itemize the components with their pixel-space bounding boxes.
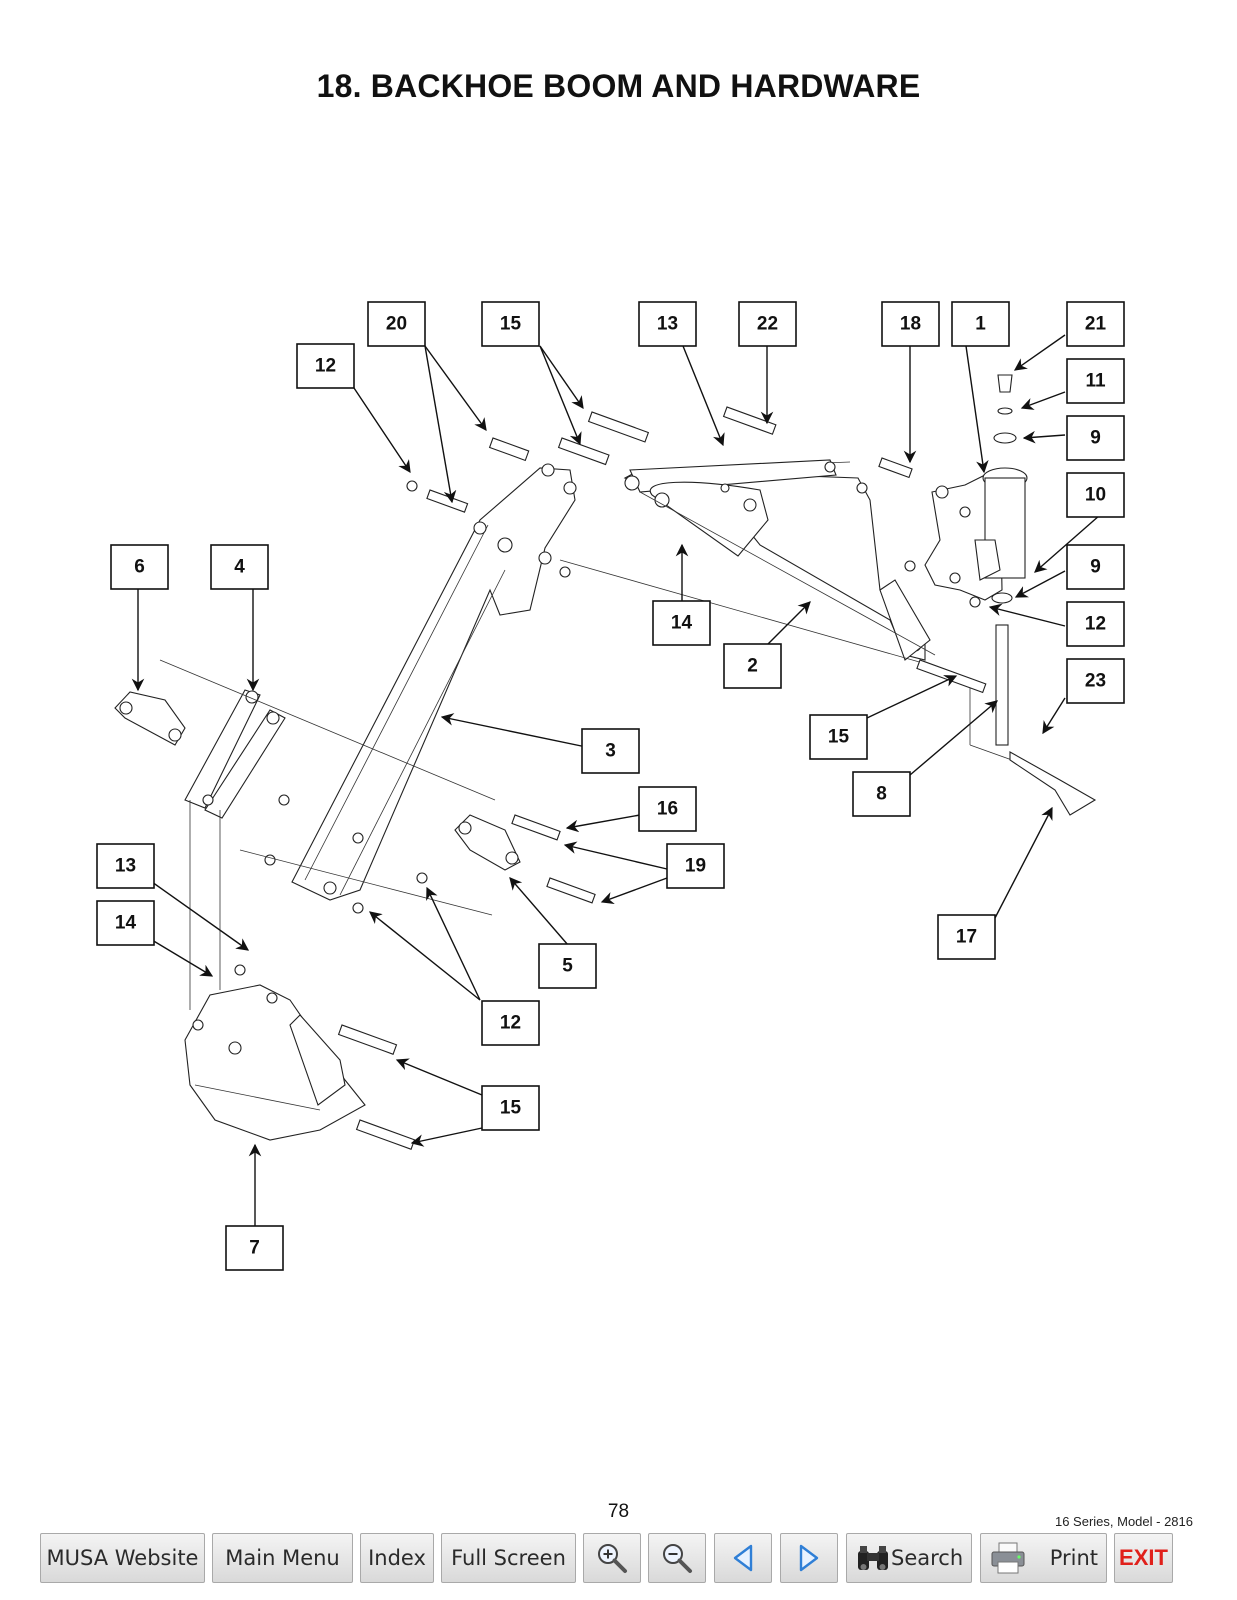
svg-text:12: 12	[500, 1013, 521, 1034]
print-label: Print	[1049, 1546, 1098, 1570]
main-menu-button[interactable]: Main Menu	[212, 1533, 353, 1583]
parts-drawing	[114, 374, 1097, 1150]
svg-text:5: 5	[562, 956, 573, 977]
svg-text:15: 15	[500, 1098, 522, 1119]
svg-text:12: 12	[315, 356, 336, 377]
callout-20: 20	[367, 301, 426, 347]
print-button[interactable]: Print	[980, 1533, 1107, 1583]
callout-19: 19	[666, 843, 725, 889]
previous-page-button[interactable]	[714, 1533, 772, 1583]
callout-6: 6	[110, 544, 169, 590]
callouts: 20 15 13 22 18 1 21 12 11 9 10 9 12 6 4 …	[96, 301, 1125, 1271]
callout-9: 9	[1066, 544, 1125, 590]
binoculars-icon	[855, 1543, 891, 1573]
callout-13: 13	[638, 301, 697, 347]
callout-21: 21	[1066, 301, 1125, 347]
exploded-parts-diagram: 20 15 13 22 18 1 21 12 11 9 10 9 12 6 4 …	[96, 301, 1125, 1271]
svg-text:18: 18	[900, 314, 921, 335]
callout-16: 16	[638, 786, 697, 832]
svg-text:12: 12	[1085, 614, 1106, 635]
exit-label: EXIT	[1119, 1545, 1168, 1570]
callout-13: 13	[96, 843, 155, 889]
musa-website-button[interactable]: MUSA Website	[40, 1533, 205, 1583]
callout-14: 14	[652, 600, 711, 646]
triangle-right-icon	[796, 1543, 822, 1573]
musa-website-label: MUSA Website	[46, 1546, 199, 1570]
svg-text:14: 14	[115, 913, 137, 934]
zoom-out-button[interactable]	[648, 1533, 706, 1583]
callout-15: 15	[481, 301, 540, 347]
callout-22: 22	[738, 301, 797, 347]
svg-text:9: 9	[1090, 428, 1101, 449]
index-button[interactable]: Index	[360, 1533, 434, 1583]
svg-text:9: 9	[1090, 557, 1101, 578]
callout-2: 2	[723, 643, 782, 689]
svg-text:8: 8	[876, 784, 887, 805]
index-label: Index	[368, 1546, 426, 1570]
callout-7: 7	[225, 1225, 284, 1271]
callout-18: 18	[881, 301, 940, 347]
series-label: 16 Series, Model - 2816	[1054, 1514, 1193, 1529]
printer-icon	[989, 1541, 1029, 1575]
main-menu-label: Main Menu	[225, 1546, 340, 1570]
full-screen-button[interactable]: Full Screen	[441, 1533, 576, 1583]
svg-text:7: 7	[249, 1238, 260, 1259]
svg-text:13: 13	[115, 856, 136, 877]
leader-lines	[131, 334, 1101, 1226]
svg-text:13: 13	[657, 314, 678, 335]
svg-text:2: 2	[747, 656, 758, 677]
next-page-button[interactable]	[780, 1533, 838, 1583]
svg-text:19: 19	[685, 856, 706, 877]
callout-17: 17	[937, 914, 996, 960]
svg-text:10: 10	[1085, 485, 1106, 506]
callout-14: 14	[96, 900, 155, 946]
callout-3: 3	[581, 728, 640, 774]
search-button[interactable]: Search	[846, 1533, 972, 1583]
svg-text:21: 21	[1085, 314, 1107, 335]
callout-12: 12	[481, 1000, 540, 1046]
zoom-in-button[interactable]	[583, 1533, 641, 1583]
callout-11: 11	[1066, 358, 1125, 404]
svg-text:16: 16	[657, 799, 678, 820]
svg-text:14: 14	[671, 613, 693, 634]
svg-text:22: 22	[757, 314, 778, 335]
callout-9: 9	[1066, 415, 1125, 461]
callout-12: 12	[1066, 601, 1125, 647]
navigation-toolbar: MUSA Website Main Menu Index Full Screen	[40, 1533, 1200, 1585]
callout-1: 1	[951, 301, 1010, 347]
magnifier-minus-icon	[660, 1541, 694, 1575]
svg-text:3: 3	[605, 741, 616, 762]
svg-text:17: 17	[956, 927, 977, 948]
magnifier-plus-icon	[595, 1541, 629, 1575]
svg-text:6: 6	[134, 557, 145, 578]
triangle-left-icon	[730, 1543, 756, 1573]
callout-12: 12	[296, 343, 355, 389]
callout-23: 23	[1066, 658, 1125, 704]
svg-text:15: 15	[828, 727, 850, 748]
page-title: 18. BACKHOE BOOM AND HARDWARE	[316, 68, 921, 104]
callout-10: 10	[1066, 472, 1125, 518]
full-screen-label: Full Screen	[451, 1546, 566, 1570]
page-number: 78	[607, 1501, 630, 1522]
callout-15: 15	[809, 714, 868, 760]
svg-text:15: 15	[500, 314, 522, 335]
callout-8: 8	[852, 771, 911, 817]
svg-text:20: 20	[386, 314, 407, 335]
exit-button[interactable]: EXIT	[1114, 1533, 1173, 1583]
callout-5: 5	[538, 943, 597, 989]
callout-4: 4	[210, 544, 269, 590]
callout-15: 15	[481, 1085, 540, 1131]
search-label: Search	[891, 1546, 964, 1570]
svg-text:11: 11	[1085, 371, 1106, 392]
svg-text:4: 4	[234, 557, 245, 578]
svg-text:23: 23	[1085, 671, 1106, 692]
svg-text:1: 1	[975, 314, 986, 335]
